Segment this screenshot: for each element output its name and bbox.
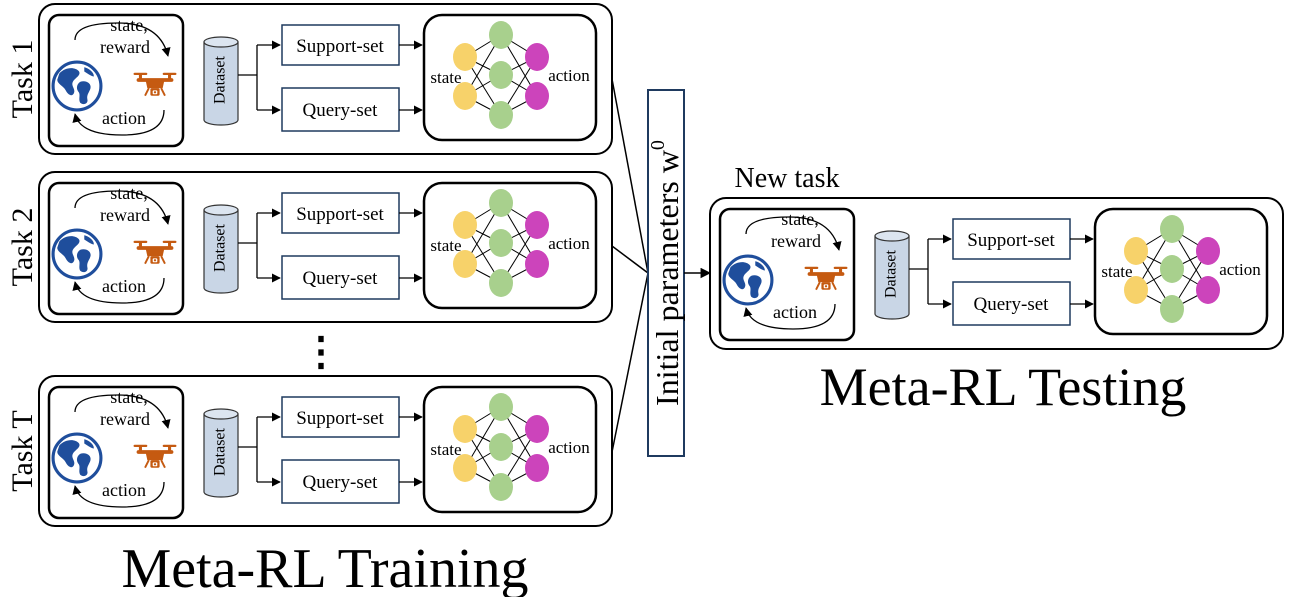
environment-box: state, reward action [47,385,185,520]
earth-icon [51,432,103,484]
nn-state-label: state [430,440,461,459]
support-set-box [281,192,400,234]
query-set-label: Query-set [974,294,1050,315]
nn-state-label: state [1101,262,1132,281]
query-set-label: Query-set [303,100,379,121]
support-set-box [281,396,400,438]
support-set-label: Support-set [296,408,384,429]
dataset-cylinder-icon: Dataset [203,36,239,126]
neural-network-icon: state action [422,181,598,310]
state-arrow [74,394,171,429]
state-label-line1: state, [110,387,148,407]
ellipsis-dots: ⋮ [301,329,341,374]
earth-icon [51,228,103,280]
nn-action-label: action [548,234,590,253]
new-task-title: New task [735,163,840,194]
state-label-line2: reward [100,409,150,429]
state-arrow [745,216,842,251]
nn-state-label: state [430,236,461,255]
state-arrow [74,22,171,57]
environment-box: state, reward action [47,181,185,316]
dataset-label: Dataset [212,223,229,272]
state-label-line2: reward [771,231,821,251]
action-label: action [102,480,146,500]
state-label-line2: reward [100,37,150,57]
dataset-cylinder-icon: Dataset [203,408,239,498]
support-set-label: Support-set [967,230,1055,251]
task-block-t: Task T state, reward action Dataset Supp… [6,375,613,527]
neural-network-icon: state action [1093,207,1269,336]
query-set-label: Query-set [303,472,379,493]
task-label: Task 2 [6,208,39,287]
aggregation-lines [611,78,649,453]
task-label: Task T [6,410,39,492]
earth-icon [51,60,103,112]
support-set-box [952,218,1071,260]
nn-action-label: action [548,66,590,85]
neural-network-icon: state action [422,13,598,142]
state-label-line1: state, [110,15,148,35]
earth-icon [722,254,774,306]
dataset-label: Dataset [212,427,229,476]
query-set-box [281,255,400,300]
support-set-box [281,24,400,66]
nn-action-label: action [1219,260,1261,279]
query-set-box [952,281,1071,326]
action-arrow [72,109,165,136]
nn-state-label: state [430,68,461,87]
neural-network-icon: state action [422,385,598,514]
dataset-cylinder-icon: Dataset [203,204,239,294]
support-set-label: Support-set [296,204,384,225]
environment-box: state, reward action [718,207,856,342]
action-label: action [102,108,146,128]
task-block-1: Task 1 state, reward action Dataset Supp… [6,3,613,155]
dataset-label: Dataset [212,55,229,104]
dataset-label: Dataset [883,249,900,298]
new-task-block: state, reward action Dataset Support-set… [709,197,1284,350]
support-set-label: Support-set [296,36,384,57]
task-block-2: Task 2 state, reward action Dataset Supp… [6,171,613,323]
training-title: Meta-RL Training [121,538,528,597]
action-label: action [102,276,146,296]
state-label-line1: state, [110,183,148,203]
action-arrow [72,481,165,508]
state-label-line2: reward [100,205,150,225]
environment-box: state, reward action [47,13,185,148]
query-set-label: Query-set [303,268,379,289]
action-label: action [773,302,817,322]
query-set-box [281,87,400,132]
state-arrow [74,190,171,225]
dataset-cylinder-icon: Dataset [874,230,910,320]
initial-parameters-box: Initial parameters w0 [647,89,685,457]
action-arrow [743,303,836,330]
initial-parameters-label: Initial parameters w0 [647,140,685,406]
nn-action-label: action [548,438,590,457]
state-label-line1: state, [781,209,819,229]
task-label: Task 1 [6,40,39,119]
action-arrow [72,277,165,304]
testing-title: Meta-RL Testing [820,357,1187,417]
